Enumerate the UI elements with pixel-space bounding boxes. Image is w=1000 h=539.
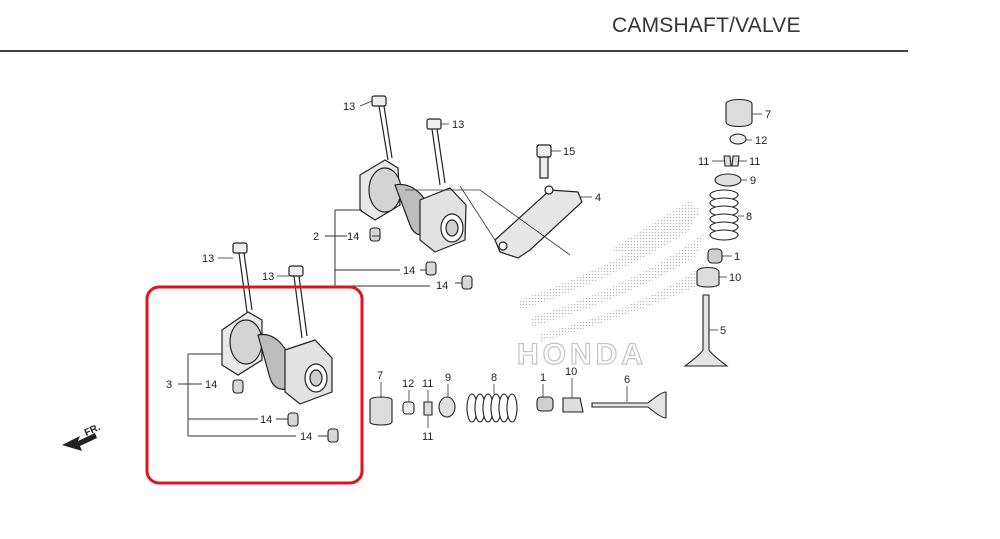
header-rule [0,50,908,52]
cotter-11-b [423,401,433,416]
callout-1: 1 [734,251,740,263]
callout-9: 9 [445,372,451,384]
leader-lines-upper [405,185,571,256]
shim-12 [729,133,747,145]
callout-14: 14 [205,379,217,391]
bucket-tappet-7 [725,98,753,128]
valve-train-vertical [683,98,753,367]
callout-11: 11 [749,156,760,168]
callout-14: 14 [436,280,448,292]
callout-11: 11 [422,378,433,390]
cotter-11-right [731,155,740,167]
page-title: CAMSHAFT/VALVE [612,14,801,37]
valve-5 [683,294,729,367]
callout-3: 3 [166,379,172,391]
highlight-box [145,285,364,485]
callout-7: 7 [765,109,771,121]
front-direction-arrow: FR. [62,422,102,451]
callout-10: 10 [729,272,741,284]
callout-2: 2 [313,231,319,243]
bolt-13-lower-left [232,242,253,313]
dowel-pin-14-f [327,428,339,443]
guide-bracket-4 [494,144,583,259]
callout-8: 8 [746,211,752,223]
callout-6: 6 [624,374,630,386]
callout-13: 13 [262,271,274,283]
bucket-tappet-7-b [369,396,393,426]
callout-13: 13 [202,253,214,265]
valve-spring-8 [709,189,739,241]
dowel-pin-14-a [369,227,381,242]
retainer-9-b [438,396,456,418]
bolt-13-upper-left [371,95,393,161]
stem-seal-1 [707,248,723,264]
dowel-pin-14-d [232,379,244,394]
valve-train-horizontal [369,391,667,426]
bolt-13-upper-right [426,118,446,186]
spring-seat-10 [696,266,720,288]
valve-spring-8-b [466,393,518,423]
callout-14: 14 [260,414,272,426]
callout-10: 10 [565,366,577,378]
callout-12: 12 [402,378,414,390]
callout-13: 13 [343,101,355,113]
camshaft-assembly-upper [359,159,467,253]
dowel-pin-14-c [461,275,473,290]
dowel-pin-14-e [287,412,299,427]
bolt-13-lower-right [288,265,308,339]
honda-wing-watermark: HONDA [516,200,708,372]
callout-14: 14 [403,265,415,277]
shim-12-b [402,401,415,415]
retainer-9 [714,173,742,187]
spring-seat-10-b [562,397,584,413]
callout-7: 7 [377,370,383,382]
callout-labels: 13 13 15 2 4 14 14 14 13 13 3 14 14 14 7… [166,101,771,443]
callout-14: 14 [347,231,359,243]
callout-8: 8 [491,372,497,384]
camshaft-assembly-lower [221,311,333,405]
stem-seal-1-b [536,396,554,412]
callout-13: 13 [452,119,464,131]
callout-11: 11 [422,431,433,443]
callout-14: 14 [300,431,312,443]
callout-15: 15 [563,146,575,158]
honda-watermark-text: HONDA [517,338,647,371]
callout-12: 12 [755,135,767,147]
cotter-11-left [723,155,732,167]
front-direction-label: FR. [83,422,102,439]
valve-6 [591,391,667,419]
bracket-lines-3 [178,353,328,437]
callout-5: 5 [720,325,726,337]
callout-1: 1 [540,372,546,384]
callout-leaders [218,100,762,428]
dowel-pin-14-b [425,261,437,276]
callout-9: 9 [750,175,756,187]
callout-4: 4 [595,192,601,204]
callout-11: 11 [698,156,709,168]
